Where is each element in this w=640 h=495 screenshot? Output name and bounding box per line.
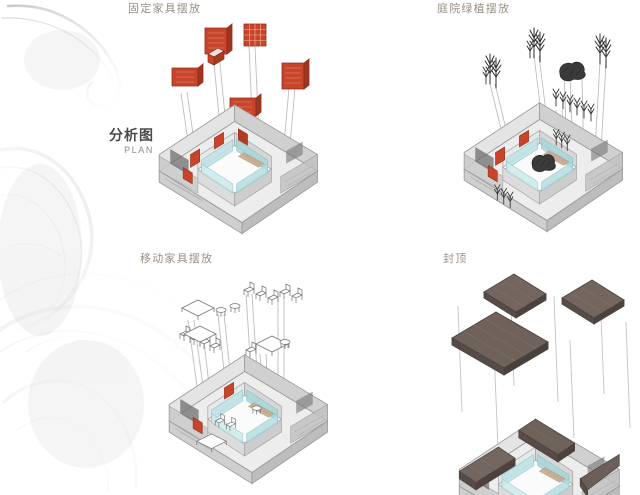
- movable-table-left: [181, 299, 215, 321]
- house-model-movable: [168, 354, 328, 485]
- house-model-roofed: [458, 418, 620, 495]
- movable-sofa-set: [245, 335, 291, 358]
- roof-slab-back-right: [561, 279, 625, 325]
- movable-chair-row-left: [179, 325, 221, 354]
- panel-header-fixed-furniture: 固定家具摆放: [128, 3, 202, 15]
- diagram-roofing: [450, 262, 640, 495]
- plant-cluster-center: [526, 27, 546, 63]
- plant-cluster-left: [482, 53, 502, 89]
- panel-header-movable-furniture: 移动家具摆放: [140, 253, 214, 265]
- diagram-fixed-furniture: [150, 18, 340, 243]
- roof-slab-back-left: [483, 273, 547, 319]
- diagram-courtyard-greenery: [460, 18, 640, 243]
- panel-header-roofing: 封顶: [443, 253, 468, 265]
- diagram-movable-furniture: [160, 268, 350, 493]
- plan-title-block: 分析图 PLAN: [82, 128, 154, 157]
- movable-stool-group: [215, 303, 241, 318]
- panel-header-courtyard-greenery: 庭院绿植摆放: [437, 3, 511, 15]
- plan-title-en: PLAN: [124, 145, 154, 155]
- house-model-greenery: [463, 102, 623, 233]
- roof-slab-front-left: [451, 311, 549, 376]
- plant-cluster-right: [594, 33, 612, 69]
- plant-bush-center: [559, 61, 586, 82]
- furniture-piece-cabinet-right: [281, 58, 310, 90]
- house-model-fixed: [158, 104, 318, 235]
- furniture-piece-shelf-left: [171, 63, 204, 87]
- furniture-piece-grid-screen: [243, 23, 267, 47]
- plan-title-cn: 分析图: [109, 127, 154, 143]
